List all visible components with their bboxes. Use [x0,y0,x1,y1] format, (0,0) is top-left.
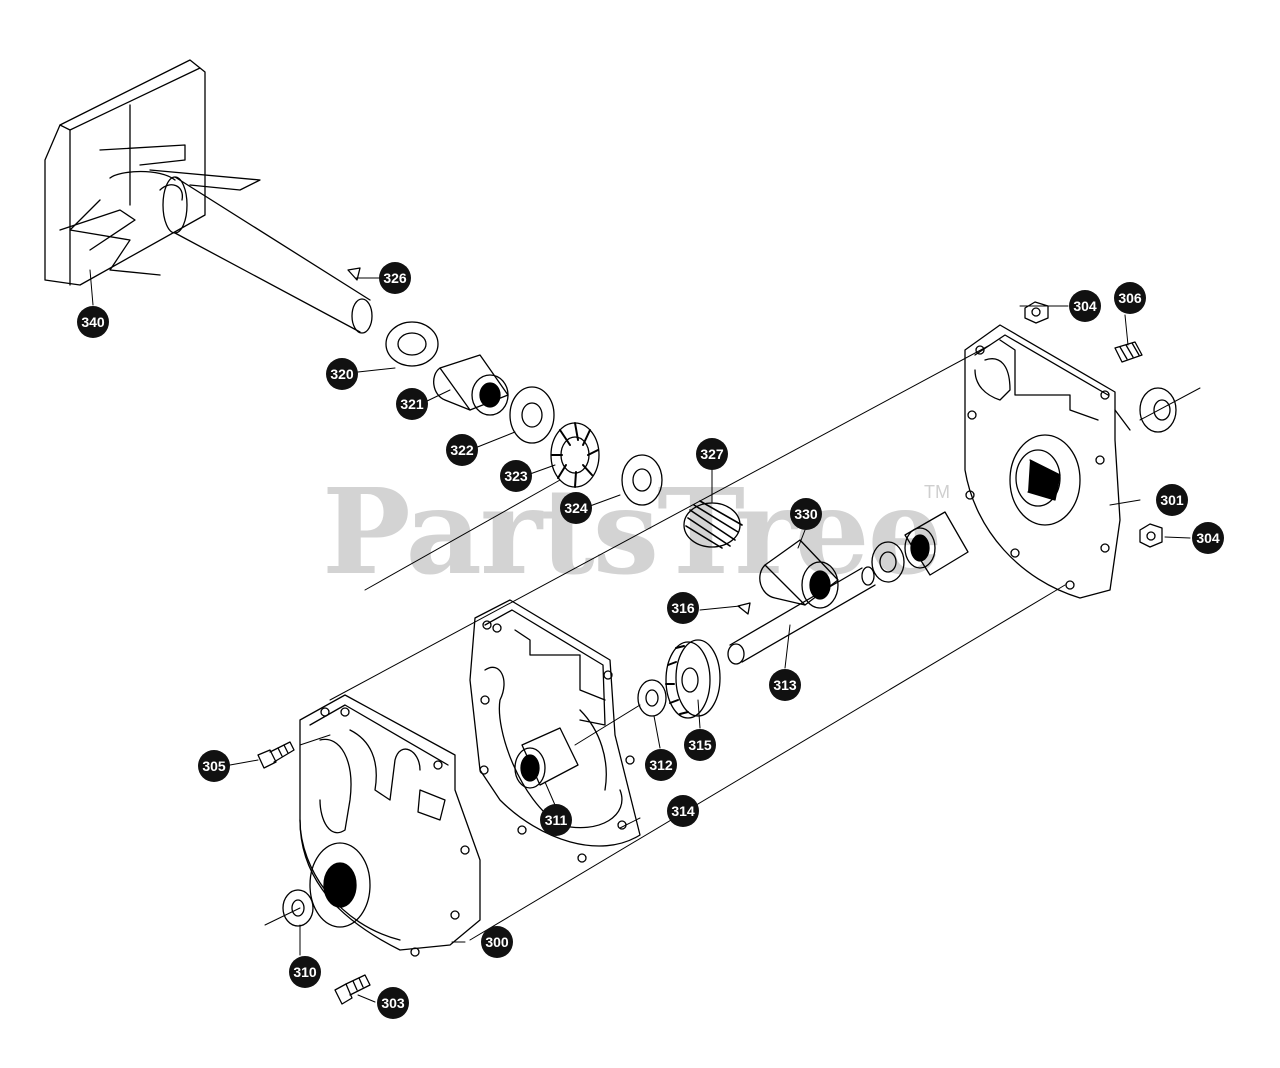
svg-text:320: 320 [330,366,354,382]
svg-text:324: 324 [564,500,588,516]
small-bearing [871,541,905,583]
part-304-nut-bottom [1139,523,1163,548]
part-316-key [737,602,751,615]
label-badges: 326 340 320 321 322 323 324 327 330 304 … [77,262,1224,1019]
part-314-gasket [469,599,641,863]
badge-301: 301 [1156,484,1188,516]
badge-304-top: 304 [1069,290,1101,322]
part-300-housing [299,694,481,957]
badge-330: 330 [790,498,822,530]
badge-315: 315 [684,729,716,761]
right-bushing [904,511,969,576]
part-324-washer [621,454,663,506]
badge-313: 313 [769,669,801,701]
right-end-washer [1139,387,1177,433]
svg-text:301: 301 [1160,492,1184,508]
badge-316: 316 [667,592,699,624]
svg-text:322: 322 [450,442,474,458]
svg-text:306: 306 [1118,290,1142,306]
axis-lines [264,344,1201,941]
part-301-housing [964,324,1131,599]
svg-text:304: 304 [1073,298,1097,314]
part-327-worm-gear [683,500,743,549]
svg-text:313: 313 [773,677,797,693]
badge-310: 310 [289,956,321,988]
svg-text:340: 340 [81,314,105,330]
svg-text:326: 326 [383,270,407,286]
badge-305: 305 [198,750,230,782]
svg-text:327: 327 [700,446,724,462]
svg-text:300: 300 [485,934,509,950]
svg-text:315: 315 [688,737,712,753]
svg-text:305: 305 [202,758,226,774]
part-304-nut-top [1024,301,1049,324]
badge-324: 324 [560,492,592,524]
part-330-bushing [759,539,839,609]
part-305-screw [257,741,295,769]
svg-text:312: 312 [649,757,673,773]
part-326-key [347,267,361,281]
badge-321: 321 [396,388,428,420]
badge-303: 303 [377,987,409,1019]
badge-323: 323 [500,460,532,492]
svg-text:323: 323 [504,468,528,484]
part-321-bushing [433,354,509,416]
badge-312: 312 [645,749,677,781]
part-322-washer [509,386,555,444]
badge-326: 326 [379,262,411,294]
part-313-shaft [727,566,876,665]
svg-text:321: 321 [400,396,424,412]
part-311-bushing [514,727,579,789]
part-303-screw [334,974,371,1005]
watermark: PartsTree [322,462,943,601]
badge-306: 306 [1114,282,1146,314]
badge-322: 322 [446,434,478,466]
svg-text:303: 303 [381,995,405,1011]
watermark-tm: TM [924,482,950,502]
badge-300: 300 [481,926,513,958]
badge-314: 314 [667,795,699,827]
svg-text:330: 330 [794,506,818,522]
part-323-thrust-bearing [550,422,600,488]
badge-340: 340 [77,306,109,338]
svg-text:311: 311 [545,812,568,828]
svg-text:316: 316 [671,600,695,616]
badge-311: 311 [540,804,572,836]
part-340-auger [44,59,373,334]
svg-text:314: 314 [671,803,695,819]
badge-320: 320 [326,358,358,390]
leader-lines [89,269,1191,1003]
part-312-washer [637,679,667,717]
part-315-pinion-gear [665,639,721,719]
svg-text:304: 304 [1196,530,1220,546]
part-320-washer [385,321,439,367]
svg-text:310: 310 [293,964,317,980]
badge-327: 327 [696,438,728,470]
part-310-washer [282,889,314,927]
badge-304-bottom: 304 [1192,522,1224,554]
